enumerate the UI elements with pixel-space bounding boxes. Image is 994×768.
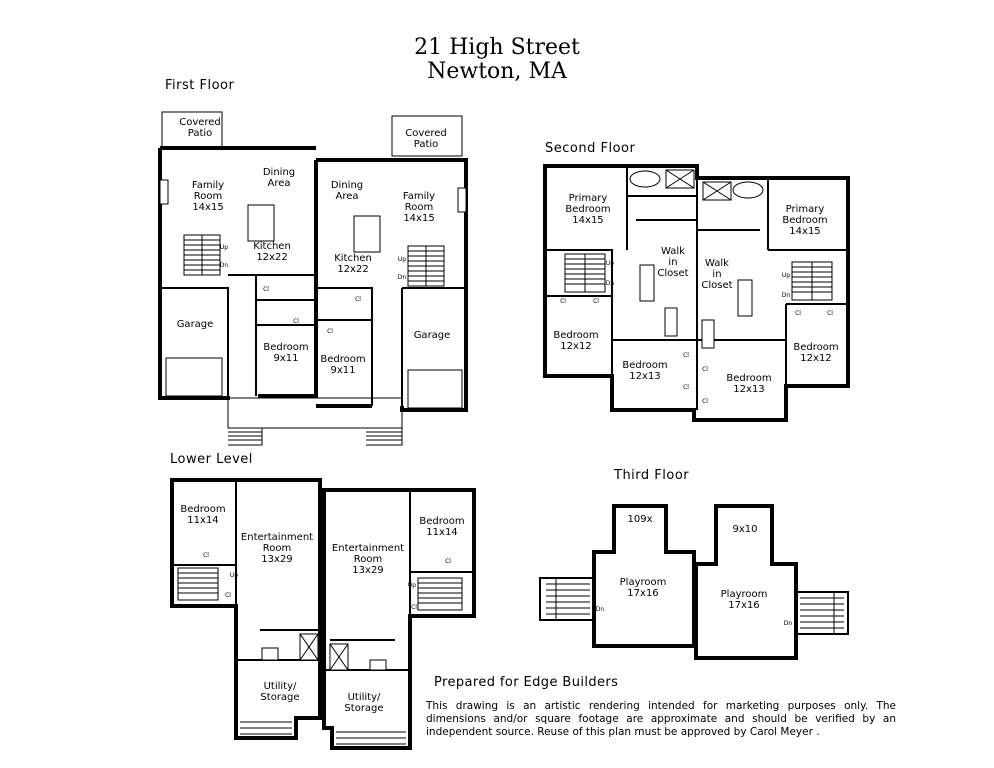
closet-label: Cl (445, 558, 451, 565)
second-floor-plan (543, 164, 850, 422)
section-third-floor: Third Floor (614, 468, 690, 483)
closet-label: Cl (263, 286, 269, 293)
dim-9x10-label: 9x10 (732, 524, 758, 535)
stair-down-label: Dn (595, 606, 605, 613)
closet-label: Cl (827, 310, 833, 317)
closet-label: Cl (593, 298, 599, 305)
stair-up-label: Up (605, 260, 615, 267)
disclaimer-text: This drawing is an artistic rendering in… (426, 700, 896, 738)
stair-down-label: Dn (397, 274, 407, 281)
stair-down-label: Dn (781, 292, 791, 299)
closet-label: Cl (683, 384, 689, 391)
utility-storage-left-label: Utility/Storage (260, 681, 300, 703)
closet-label: Cl (702, 398, 708, 405)
stair-down-label: Dn (783, 620, 793, 627)
closet-label: Cl (327, 328, 333, 335)
garage-right-label: Garage (413, 330, 451, 341)
first-floor-plan (158, 111, 468, 446)
section-lower-level: Lower Level (170, 452, 253, 467)
stair-up-label: Up (397, 256, 407, 263)
closet-label: Cl (702, 366, 708, 373)
stair-down-label: Dn (219, 262, 229, 269)
section-first-floor: First Floor (165, 78, 235, 93)
garage-left-label: Garage (176, 319, 214, 330)
title-street: 21 High Street (414, 35, 580, 60)
prepared-for-label: Prepared for Edge Builders (434, 675, 619, 690)
closet-label: Cl (683, 352, 689, 359)
third-floor-plan (539, 504, 849, 660)
stair-down-label: Dn (605, 280, 615, 287)
lower-level-plan (170, 478, 476, 750)
stair-up-label: Up (407, 582, 417, 589)
stair-up-label: Up (781, 272, 791, 279)
closet-label: Cl (355, 296, 361, 303)
title-city: Newton, MA (427, 59, 567, 84)
stair-up-label: Up (219, 244, 229, 251)
closet-label: Cl (225, 592, 231, 599)
closet-label: Cl (411, 604, 417, 611)
closet-label: Cl (293, 318, 299, 325)
closet-label: Cl (203, 552, 209, 559)
closet-label: Cl (560, 298, 566, 305)
stair-up-label: Up (229, 572, 239, 579)
section-second-floor: Second Floor (545, 141, 636, 156)
closet-label: Cl (795, 310, 801, 317)
utility-storage-right-label: Utility/Storage (344, 692, 384, 714)
dim-109x-label: 109x (627, 514, 653, 525)
